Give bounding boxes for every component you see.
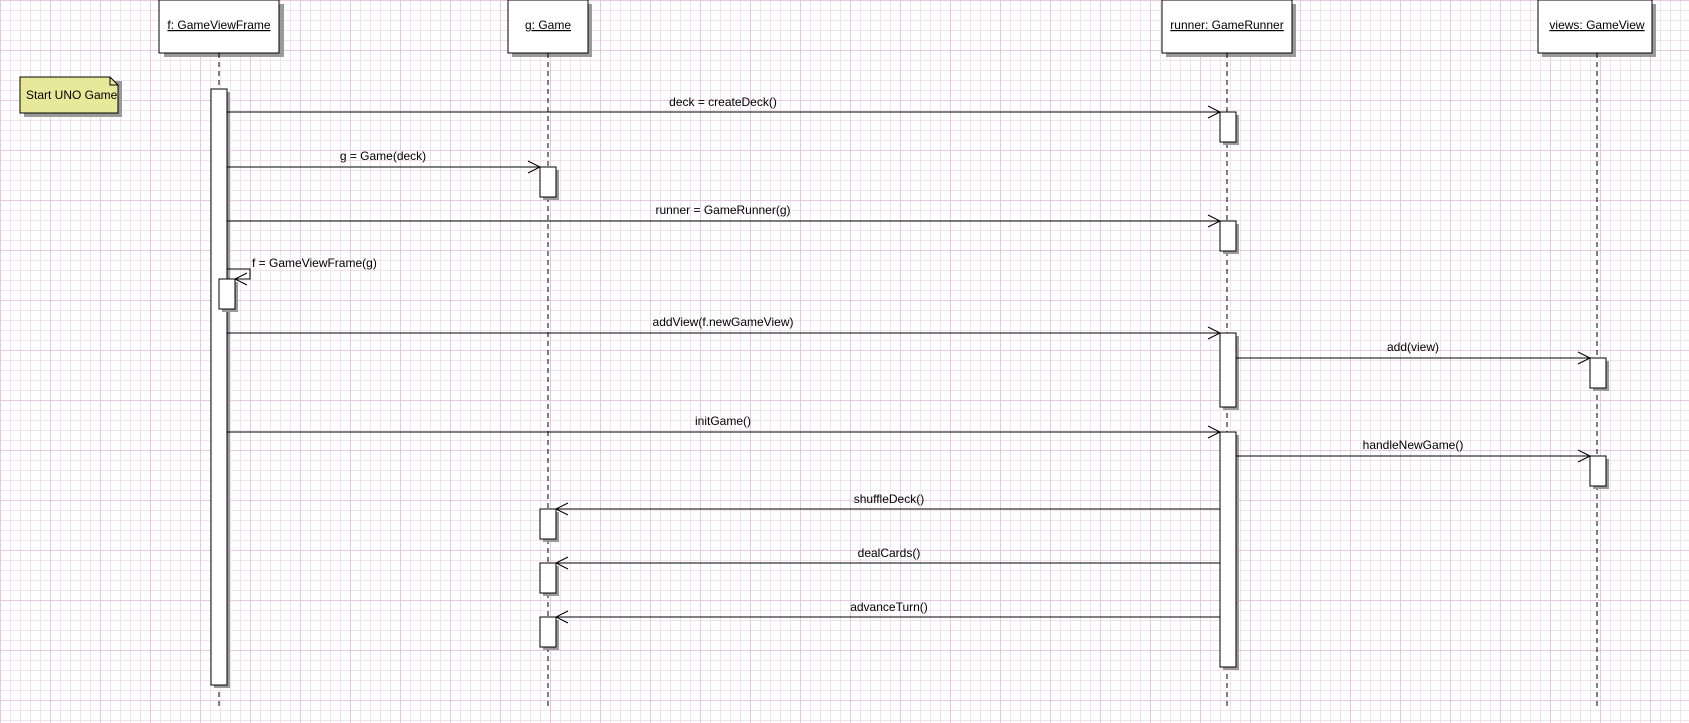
lifeline-runner[interactable]: runner: GameRunner: [1161, 0, 1296, 708]
message-label: deck = createDeck(): [669, 95, 777, 109]
message-label: handleNewGame(): [1363, 438, 1464, 452]
message[interactable]: addView(f.newGameView): [227, 315, 1222, 340]
activation-game-4: [539, 616, 557, 648]
activation-views-1: [1589, 357, 1607, 389]
arrowhead-icon: [1207, 326, 1222, 340]
activation-runner-4: [1219, 431, 1237, 668]
message-label: f = GameViewFrame(g): [252, 256, 377, 270]
message[interactable]: g = Game(deck): [227, 149, 542, 174]
message[interactable]: dealCards(): [554, 546, 1220, 570]
message[interactable]: runner = GameRunner(g): [227, 203, 1222, 228]
lifeline-frame-title: f: GameViewFrame: [167, 18, 270, 32]
note[interactable]: Start UNO Game: [19, 76, 122, 117]
message[interactable]: deck = createDeck(): [227, 95, 1222, 119]
message[interactable]: initGame(): [227, 414, 1222, 439]
lifeline-game-title: g: Game: [525, 18, 571, 32]
note-text: Start UNO Game: [26, 88, 118, 102]
message[interactable]: shuffleDeck(): [554, 492, 1220, 516]
arrowhead-icon: [554, 502, 569, 516]
activations: [210, 88, 1609, 688]
activation-runner-3: [1219, 332, 1237, 408]
lifeline-runner-title: runner: GameRunner: [1170, 18, 1283, 32]
message-label: g = Game(deck): [340, 149, 426, 163]
lifeline-game[interactable]: g: Game: [507, 0, 592, 708]
message-label: dealCards(): [858, 546, 921, 560]
message-label: shuffleDeck(): [854, 492, 924, 506]
activation-runner-2: [1219, 220, 1237, 252]
message-self-call[interactable]: f = GameViewFrame(g): [227, 256, 377, 286]
message-label: add(view): [1387, 340, 1439, 354]
message[interactable]: add(view): [1236, 340, 1592, 365]
message[interactable]: handleNewGame(): [1236, 438, 1592, 463]
activation-game-1: [539, 166, 557, 198]
arrowhead-icon: [554, 556, 569, 570]
arrowhead-icon: [1207, 105, 1222, 119]
arrowhead-icon: [1207, 214, 1222, 228]
arrowhead-icon: [554, 610, 569, 624]
message[interactable]: advanceTurn(): [554, 600, 1220, 624]
message-label: advanceTurn(): [850, 600, 928, 614]
arrowhead-icon: [1577, 449, 1592, 463]
message-label: addView(f.newGameView): [653, 315, 794, 329]
lifeline-views-box: [1537, 0, 1653, 54]
arrowhead-icon: [233, 272, 248, 286]
message-label: runner = GameRunner(g): [655, 203, 790, 217]
activation-runner-1: [1219, 111, 1237, 143]
activation-game-3: [539, 562, 557, 594]
lifeline-views-title: views: GameView: [1549, 18, 1644, 32]
message-line: [227, 268, 251, 280]
arrowhead-icon: [527, 160, 542, 174]
note-shape: [19, 76, 119, 114]
activation-game-2: [539, 508, 557, 540]
activation-frame-main: [210, 88, 228, 686]
lifeline-frame[interactable]: f: GameViewFrame: [158, 0, 284, 708]
lifeline-views[interactable]: views: GameView: [1537, 0, 1656, 708]
activation-views-2: [1589, 455, 1607, 487]
arrowhead-icon: [1207, 425, 1222, 439]
activation-frame-self: [218, 278, 236, 310]
message-label: initGame(): [695, 414, 751, 428]
lifeline-runner-box: [1161, 0, 1293, 54]
arrowhead-icon: [1577, 351, 1592, 365]
